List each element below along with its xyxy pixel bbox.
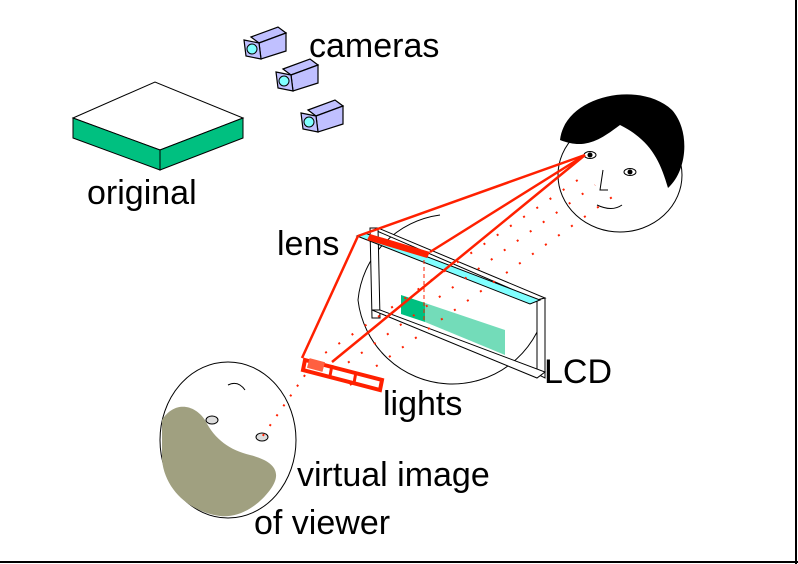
virtual-viewer-face [159, 361, 297, 519]
viewer-face [557, 94, 685, 233]
label-original: original [87, 174, 197, 212]
camera-icon [300, 99, 345, 133]
label-virtual-image: virtual image [297, 456, 490, 494]
lights [300, 357, 385, 393]
camera-icon [243, 26, 288, 60]
label-lcd: LCD [544, 353, 612, 391]
camera-icon [275, 58, 320, 92]
optical-paths [261, 153, 616, 438]
label-lens: lens [277, 225, 339, 263]
original-box [71, 81, 245, 171]
label-lights: lights [383, 385, 462, 423]
label-cameras: cameras [309, 27, 439, 65]
label-of-viewer: of viewer [254, 504, 390, 542]
lcd-display [355, 214, 547, 385]
